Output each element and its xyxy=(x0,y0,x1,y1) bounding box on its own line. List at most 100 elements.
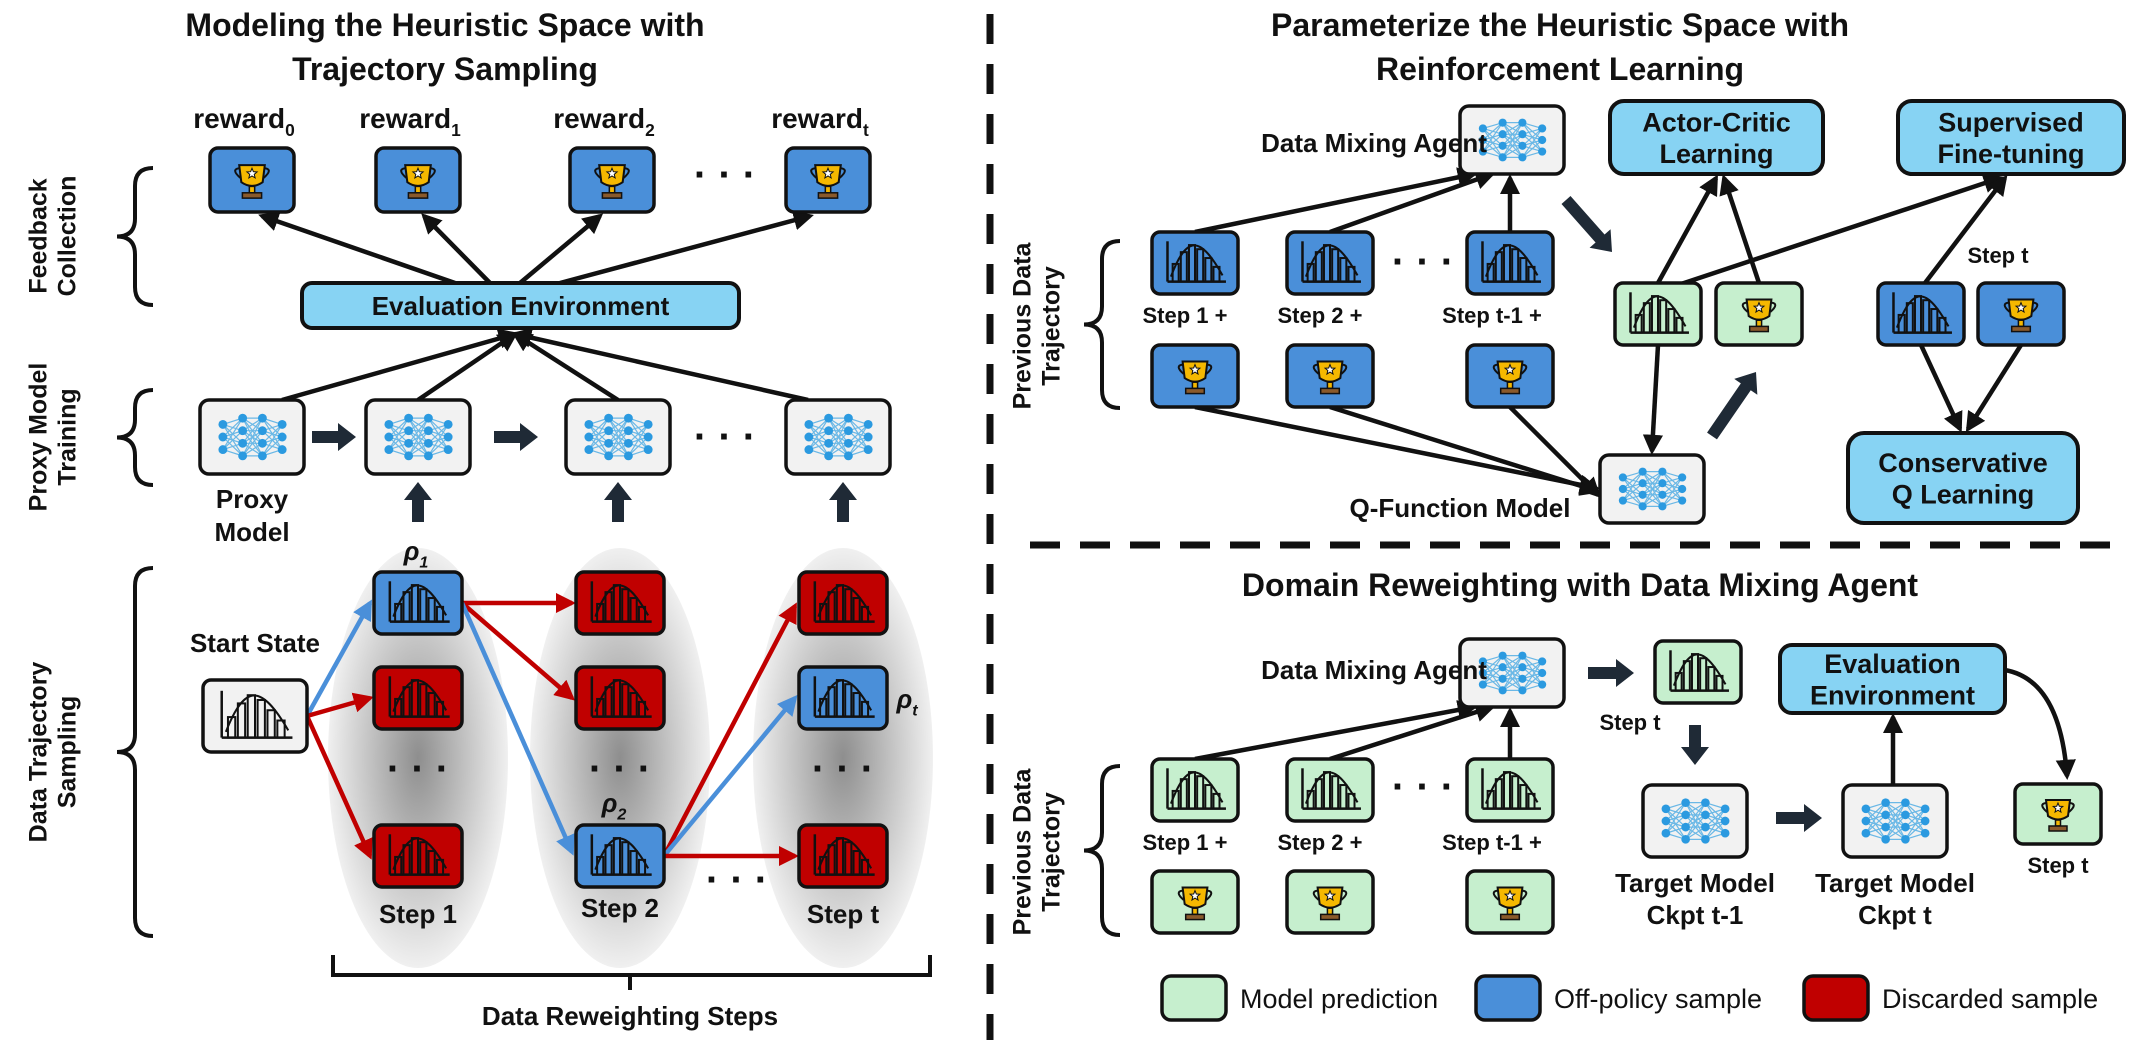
rt-previous-trajectory-label-line: Trajectory xyxy=(1037,266,1065,386)
supervised-finetuning-box-text: Fine-tuning xyxy=(1938,139,2085,169)
target-model-prev-icon xyxy=(1641,783,1749,859)
rt-predicted-trophy-icon xyxy=(1714,281,1804,347)
rt-trajectory-trophy-icon-1 xyxy=(1285,343,1375,409)
right-top-title-line1: Parameterize the Heuristic Space with xyxy=(1271,7,1849,43)
legend-label-2: Discarded sample xyxy=(1882,984,2098,1014)
arrow-env-to-stept-reward xyxy=(2004,667,2076,781)
stept-ellipsis: · · · xyxy=(812,747,874,791)
start-state-icon xyxy=(201,678,309,754)
target-model-cur-label-line1: Target Model xyxy=(1815,868,1975,898)
step2-label: Step 2 xyxy=(581,893,659,923)
arrow-env-to-reward-0 xyxy=(258,211,456,286)
rb-step-t-top-label: Step t xyxy=(1599,710,1661,735)
rb-predicted-chart-icon xyxy=(1653,639,1743,705)
brace-sampling xyxy=(116,566,154,938)
brace-proxy xyxy=(116,388,154,487)
label-data-trajectory-sampling-line: Sampling xyxy=(53,696,81,809)
arrow-rt-step2-to-q xyxy=(1329,404,1601,496)
rb-previous-trajectory-label-line: Trajectory xyxy=(1037,792,1065,912)
rb-brace xyxy=(1083,764,1121,937)
proxy-model-icon-3 xyxy=(784,398,892,476)
label-data-trajectory-sampling-line: Data Trajectory xyxy=(25,662,53,843)
proxy-model-label-line2: Model xyxy=(214,517,289,547)
arrow-proxy-1-to-2 xyxy=(494,423,538,451)
rt-brace xyxy=(1083,239,1121,410)
step1-discarded-node-2 xyxy=(372,823,464,889)
legend-swatch-2 xyxy=(1802,974,1870,1022)
rt-step-t-label: Step t xyxy=(1967,243,2029,268)
actor-critic-learning-box xyxy=(1608,99,1825,176)
target-model-prev-label-line1: Target Model xyxy=(1615,868,1775,898)
arrow-step1-to-step2-discard-2 xyxy=(460,601,576,701)
rt-stept-trophy-icon xyxy=(1976,281,2066,347)
left-title-line1: Modeling the Heuristic Space with xyxy=(185,7,704,43)
rt-step-label-1: Step 2 + xyxy=(1278,303,1363,328)
rb-trajectory-chart-icon-2 xyxy=(1465,757,1555,823)
rt-predicted-chart-icon xyxy=(1613,281,1703,347)
arrow-up-to-proxy-0 xyxy=(404,482,432,522)
arrow-rt-stept1-to-q xyxy=(1508,405,1601,498)
proxy-model-label-line1: Proxy xyxy=(216,484,289,514)
step1-ellipsis: · · · xyxy=(387,747,449,791)
rb-step-label-2: Step t-1 + xyxy=(1442,830,1542,855)
stept-discarded-node-2 xyxy=(797,823,889,889)
conservative-q-learning-box-text: Q Learning xyxy=(1892,480,2035,510)
reward-label-2: reward2 xyxy=(553,103,654,140)
rb-data-mixing-agent-label: Data Mixing Agent xyxy=(1261,655,1487,685)
arrow-step2-to-stept-discard-1 xyxy=(662,602,797,858)
target-model-cur-icon xyxy=(1841,783,1949,859)
evaluation-environment-box xyxy=(300,281,741,330)
brace-feedback xyxy=(116,166,154,307)
legend-label-0: Model prediction xyxy=(1240,984,1438,1014)
arrow-rb-step1-to-agent xyxy=(1194,700,1478,762)
reward-trophy-icon-3 xyxy=(784,146,872,214)
rb-evaluation-environment-box xyxy=(1778,643,2007,715)
evaluation-environment-box-text: Evaluation Environment xyxy=(372,291,670,321)
arrow-env-to-reward-2 xyxy=(518,213,604,285)
stept-label: Step t xyxy=(807,899,880,929)
rb-stept-trophy-icon xyxy=(2013,782,2103,846)
rt-trajectory-trophy-icon-0 xyxy=(1150,343,1240,409)
reward-label-1: reward1 xyxy=(359,103,461,140)
step1-label: Step 1 xyxy=(379,899,457,929)
arrow-q-to-prediction xyxy=(1707,372,1758,440)
rt-previous-trajectory-label-line: Previous Data xyxy=(1009,242,1037,410)
arrow-rb-agent-to-prediction xyxy=(1588,659,1634,687)
supervised-finetuning-box-text: Supervised xyxy=(1938,107,2084,137)
rb-trajectory-trophy-icon-1 xyxy=(1285,869,1375,935)
arrow-up-to-proxy-1 xyxy=(604,482,632,522)
step2-selected-node xyxy=(574,823,666,889)
stept-discarded-node-1 xyxy=(797,570,889,636)
rt-data-mixing-agent-label: Data Mixing Agent xyxy=(1261,128,1487,158)
data-reweighting-steps-label: Data Reweighting Steps xyxy=(482,1001,778,1031)
proxy-model-icon-1 xyxy=(364,398,472,476)
arrow-start-to-step1-selected xyxy=(305,599,372,718)
right-top-title-line2: Reinforcement Learning xyxy=(1376,51,1744,87)
rt-trajectory-trophy-icon-2 xyxy=(1465,343,1555,409)
rho-2-label: ρ2 xyxy=(601,788,627,823)
arrow-pred-chart-to-q xyxy=(1642,344,1664,456)
legend-swatch-0 xyxy=(1160,974,1228,1022)
arrow-proxy-to-env-3 xyxy=(511,327,809,403)
rt-trajectory-chart-icon-0 xyxy=(1150,230,1240,296)
arrow-pred-to-sft xyxy=(1659,173,2004,294)
conservative-q-learning-box-text: Conservative xyxy=(1878,448,2048,478)
rb-trajectory-trophy-icon-2 xyxy=(1465,869,1555,935)
target-model-cur-label-line2: Ckpt t xyxy=(1858,900,1932,930)
reward-label-0: reward0 xyxy=(193,103,294,140)
proxy-model-icon-2 xyxy=(564,398,672,476)
step2-ellipsis: · · · xyxy=(589,747,651,791)
arrow-rb-step2-to-agent xyxy=(1329,702,1496,762)
label-feedback-collection-line: Collection xyxy=(53,176,81,297)
rt-step-label-2: Step t-1 + xyxy=(1442,303,1542,328)
left-title-line2: Trajectory Sampling xyxy=(292,51,598,87)
arrow-proxy-0-to-1 xyxy=(312,423,356,451)
supervised-finetuning-box xyxy=(1896,99,2126,176)
arrow-env-to-reward-t xyxy=(559,210,814,286)
label-proxy-model-training-line: Training xyxy=(53,388,81,485)
rt-trajectory-ellipsis: · · · xyxy=(1392,240,1454,284)
